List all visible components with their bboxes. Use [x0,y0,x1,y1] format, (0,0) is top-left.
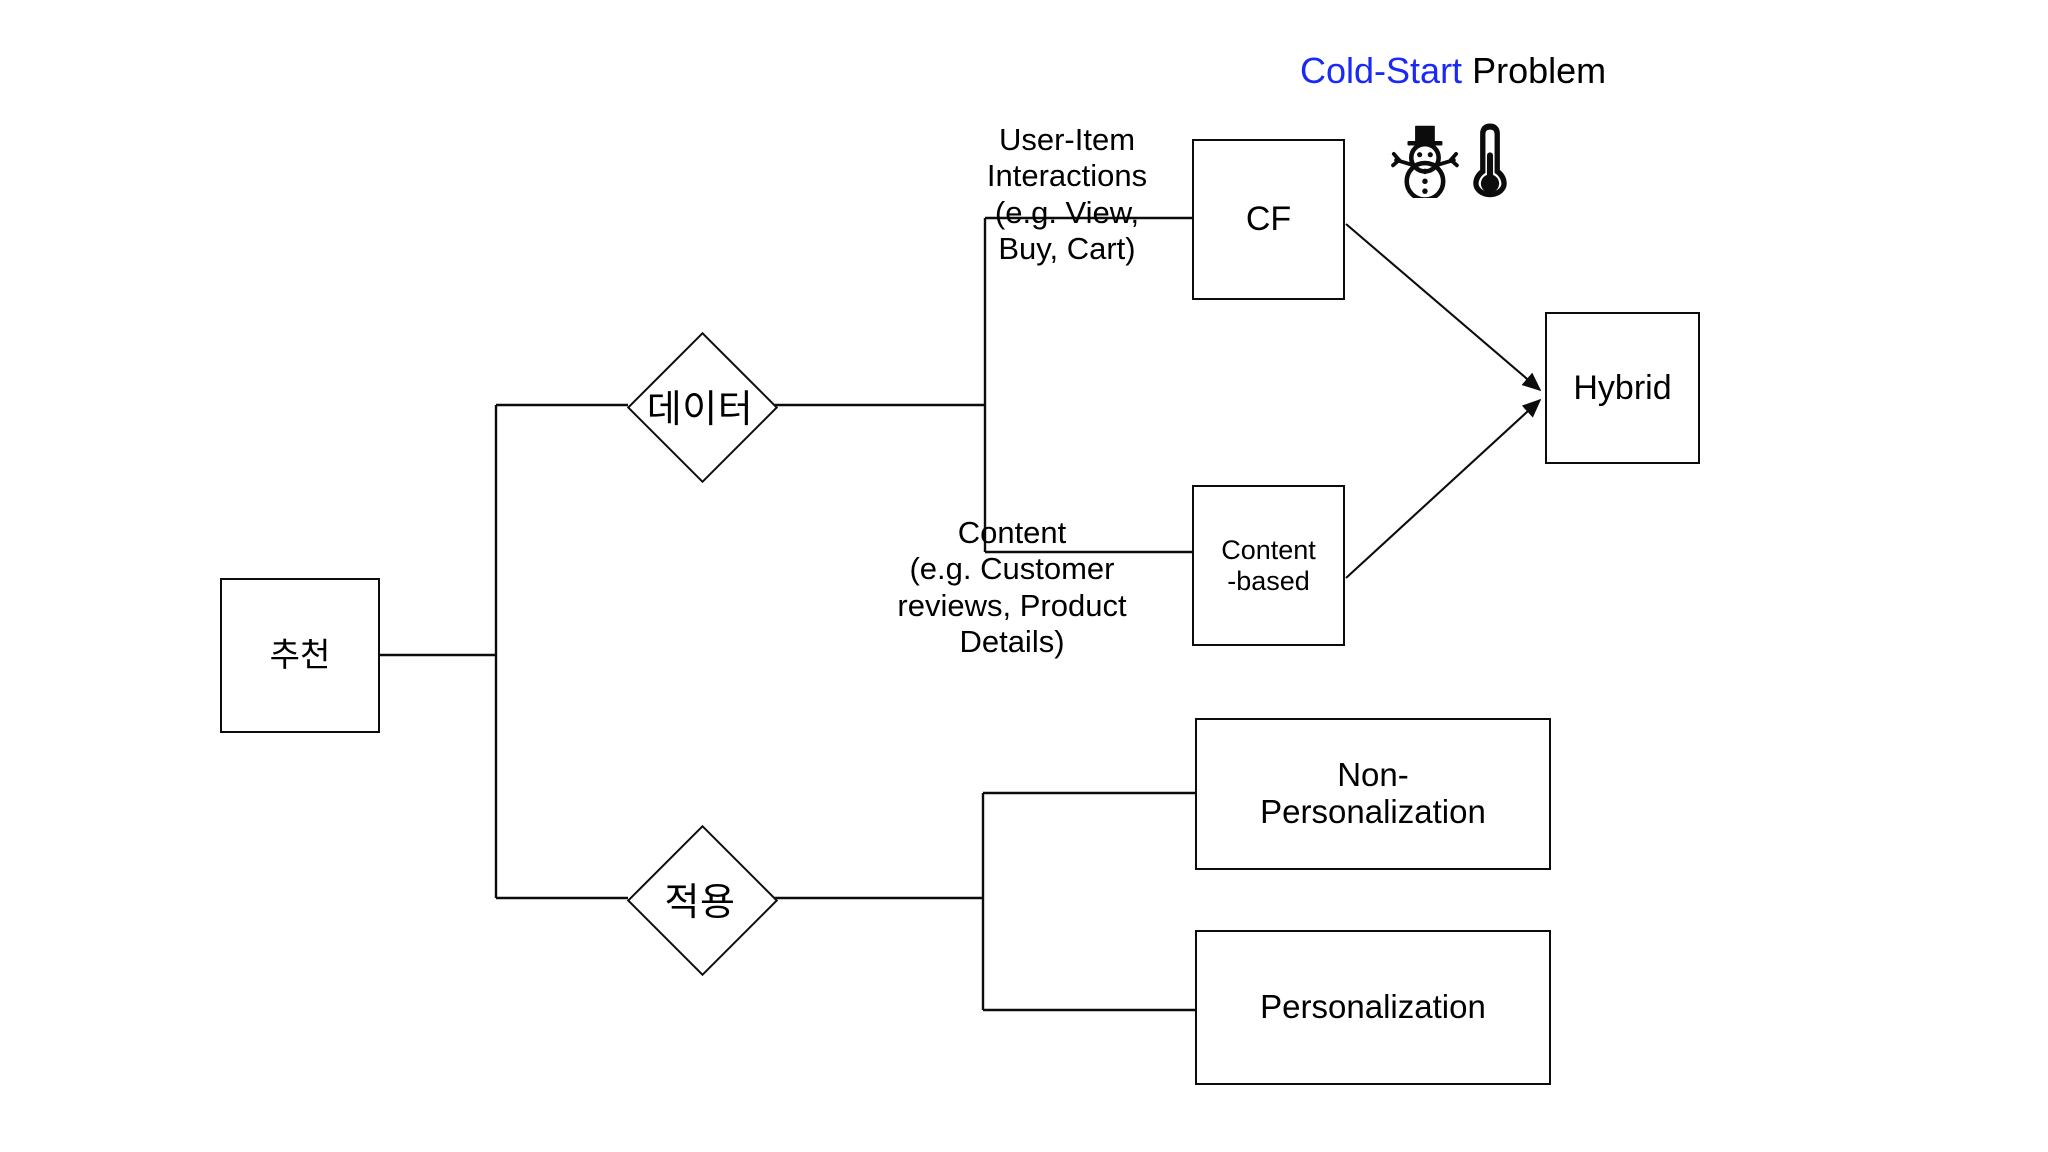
node-non-personalization[interactable]: Non- Personalization [1195,718,1551,870]
node-cf[interactable]: CF [1192,139,1345,300]
thermometer-icon [1473,123,1507,198]
node-branch-application-label: 적용 [664,882,736,924]
diagram-title: Cold-Start Problem [1300,50,1606,92]
edge-label-content: Content (e.g. Customer reviews, Product … [897,515,1127,659]
arrow-content-to-hybrid [1345,398,1542,579]
node-non-personalization-label: Non- Personalization [1260,756,1486,830]
node-content-based-label: Content -based [1221,535,1316,596]
node-branch-data[interactable]: 데이터 [626,331,778,484]
node-cf-label: CF [1245,200,1292,239]
node-hybrid-label: Hybrid [1573,368,1672,407]
arrow-cf-to-hybrid [1345,223,1542,392]
node-branch-application[interactable]: 적용 [626,824,778,977]
node-content-based[interactable]: Content -based [1192,485,1345,646]
node-root-label: 추천 [269,636,331,674]
title-rest: Problem [1462,50,1607,91]
snowman-icon [1391,125,1459,198]
title-accent: Cold-Start [1300,50,1463,91]
node-root[interactable]: 추천 [220,578,380,733]
node-branch-data-label: 데이터 [646,389,754,431]
edge-label-user-item: User-Item Interactions (e.g. View, Buy, … [986,122,1148,266]
node-hybrid[interactable]: Hybrid [1545,312,1700,464]
cold-start-icon-group [1390,122,1510,198]
node-personalization[interactable]: Personalization [1195,930,1551,1085]
node-personalization-label: Personalization [1260,988,1486,1026]
